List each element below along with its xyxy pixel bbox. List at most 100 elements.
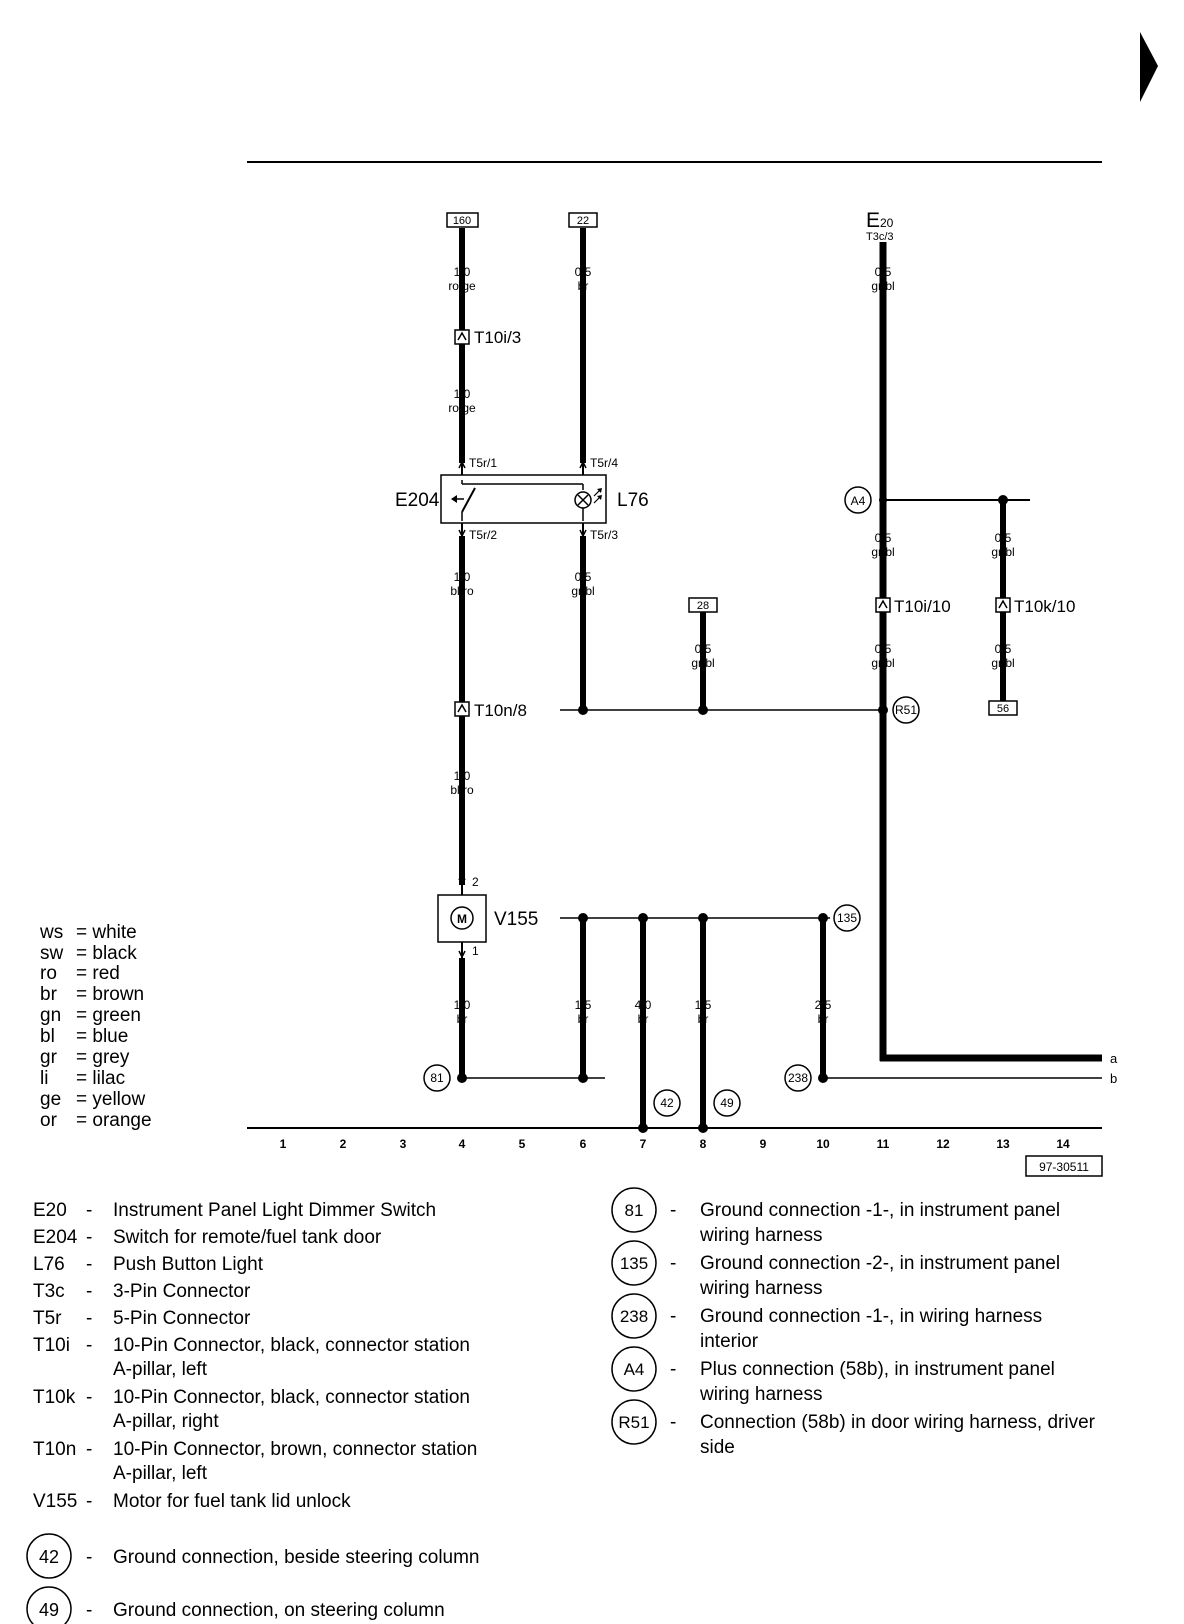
svg-text:-: -	[86, 1254, 92, 1275]
svg-text:Ground connection -1-, in inst: Ground connection -1-, in instrument pan…	[700, 1200, 1060, 1221]
svg-text:A-pillar, left: A-pillar, left	[113, 1463, 208, 1484]
pin-t5r2: T5r/2	[469, 528, 497, 542]
connector-t10i10: T10i/10	[875, 597, 951, 616]
svg-text:Ground connection, on steering: Ground connection, on steering column	[113, 1600, 445, 1621]
terminal-160: 160	[446, 212, 479, 228]
wire-size: 0,5	[875, 531, 892, 545]
point-a4: A4	[844, 486, 872, 514]
svg-text:= black: = black	[76, 943, 137, 964]
column-number: 2	[340, 1137, 347, 1151]
svg-text:V155: V155	[33, 1491, 77, 1512]
svg-text:br: br	[40, 984, 58, 1005]
color-legend: ws = white sw = black ro = red br = brow…	[39, 922, 152, 1131]
svg-text:2: 2	[472, 875, 479, 889]
svg-text:-: -	[86, 1335, 92, 1356]
svg-text:22: 22	[577, 215, 589, 227]
svg-text:T3c: T3c	[33, 1281, 65, 1302]
svg-text:-: -	[86, 1281, 92, 1302]
wire-color: ro/ge	[448, 279, 476, 293]
switch-e204-l76[interactable]: T5r/1 T5r/4 T5r/2 T5r/3 E204 L76	[395, 456, 649, 542]
point-r51: R51	[892, 696, 920, 724]
ground-point-81: 81	[423, 1064, 451, 1092]
wire-size: 0,5	[575, 570, 592, 584]
svg-text:A-pillar, right: A-pillar, right	[113, 1411, 219, 1432]
svg-text:-: -	[86, 1491, 92, 1512]
ground-point-135: 135	[833, 904, 861, 932]
svg-text:Ground connection -2-, in inst: Ground connection -2-, in instrument pan…	[700, 1253, 1060, 1274]
column-number: 13	[996, 1137, 1010, 1151]
wire-size: 0,5	[695, 642, 712, 656]
wire-color: br	[578, 279, 589, 293]
terminal-22: 22	[568, 212, 598, 228]
svg-text:= blue: = blue	[76, 1026, 128, 1047]
wire-color: gr/bl	[871, 279, 894, 293]
terminal-56: 56	[988, 700, 1018, 716]
svg-text:Motor for fuel tank lid unlock: Motor for fuel tank lid unlock	[113, 1491, 351, 1512]
svg-text:81: 81	[430, 1071, 444, 1085]
svg-text:49: 49	[39, 1600, 59, 1620]
wire-size: 1,0	[454, 769, 471, 783]
svg-text:L76: L76	[33, 1254, 65, 1275]
svg-text:-: -	[86, 1387, 92, 1408]
svg-text:Connection (58b) in door wirin: Connection (58b) in door wiring harness,…	[700, 1412, 1096, 1433]
svg-text:-: -	[86, 1308, 92, 1329]
wire-size: 2,5	[815, 998, 832, 1012]
diagram-number: 97-30511	[1025, 1155, 1103, 1177]
column-number: 5	[519, 1137, 526, 1151]
svg-text:wiring harness: wiring harness	[699, 1384, 823, 1405]
wire-color: gr/bl	[991, 545, 1014, 559]
svg-text:E204: E204	[33, 1227, 78, 1248]
page-turn-marker[interactable]	[1140, 32, 1158, 102]
wire-size: 0,5	[995, 531, 1012, 545]
column-number: 3	[400, 1137, 407, 1151]
terminal-e20: E 20 T3c/3	[866, 209, 894, 243]
svg-text:= lilac: = lilac	[76, 1068, 125, 1089]
svg-text:42: 42	[660, 1096, 674, 1110]
svg-text:T10n: T10n	[33, 1439, 76, 1460]
column-number: 8	[700, 1137, 707, 1151]
wire-color: bl/ro	[450, 584, 474, 598]
wire-color: gr/bl	[571, 584, 594, 598]
wire-size: 1,0	[454, 570, 471, 584]
motor-v155[interactable]: 2 M 1 V155	[437, 872, 538, 959]
svg-text:20: 20	[880, 216, 894, 230]
svg-text:10-Pin Connector, brown, conne: 10-Pin Connector, brown, connector stati…	[113, 1439, 477, 1460]
pin-t5r4: T5r/4	[590, 456, 618, 470]
svg-text:T3c/3: T3c/3	[866, 231, 894, 243]
wire-color: bl/ro	[450, 783, 474, 797]
svg-text:Ground connection -1-, in wiri: Ground connection -1-, in wiring harness	[700, 1306, 1042, 1327]
svg-text:Instrument Panel Light Dimmer: Instrument Panel Light Dimmer Switch	[113, 1200, 436, 1221]
label-v155: V155	[494, 909, 538, 930]
svg-text:97-30511: 97-30511	[1039, 1160, 1089, 1174]
svg-text:-: -	[670, 1253, 676, 1274]
svg-text:= grey: = grey	[76, 1047, 130, 1068]
svg-text:gr: gr	[40, 1047, 58, 1068]
svg-text:Push Button Light: Push Button Light	[113, 1254, 264, 1275]
svg-text:R51: R51	[895, 703, 917, 717]
svg-text:-: -	[86, 1600, 92, 1621]
svg-text:or: or	[40, 1110, 58, 1131]
svg-text:160: 160	[453, 215, 471, 227]
svg-text:T10i/3: T10i/3	[474, 328, 521, 347]
svg-text:ro: ro	[40, 963, 57, 984]
svg-text:= brown: = brown	[76, 984, 144, 1005]
svg-text:28: 28	[697, 600, 709, 612]
terminal-28: 28	[688, 597, 718, 613]
svg-text:T10i: T10i	[33, 1335, 70, 1356]
svg-text:A4: A4	[624, 1360, 645, 1379]
svg-text:-: -	[86, 1439, 92, 1460]
svg-text:wiring harness: wiring harness	[699, 1278, 823, 1299]
wire-size: 0,5	[875, 642, 892, 656]
wire-size: 0,5	[875, 265, 892, 279]
svg-text:-: -	[670, 1306, 676, 1327]
svg-text:1: 1	[472, 944, 479, 958]
svg-text:= green: = green	[76, 1005, 141, 1026]
column-number: 9	[760, 1137, 767, 1151]
svg-text:Switch for remote/fuel tank do: Switch for remote/fuel tank door	[113, 1227, 382, 1248]
svg-text:sw: sw	[40, 943, 64, 964]
svg-text:56: 56	[997, 703, 1009, 715]
svg-text:81: 81	[625, 1201, 644, 1220]
ground-point-238: 238	[784, 1064, 812, 1092]
svg-text:li: li	[40, 1068, 48, 1089]
